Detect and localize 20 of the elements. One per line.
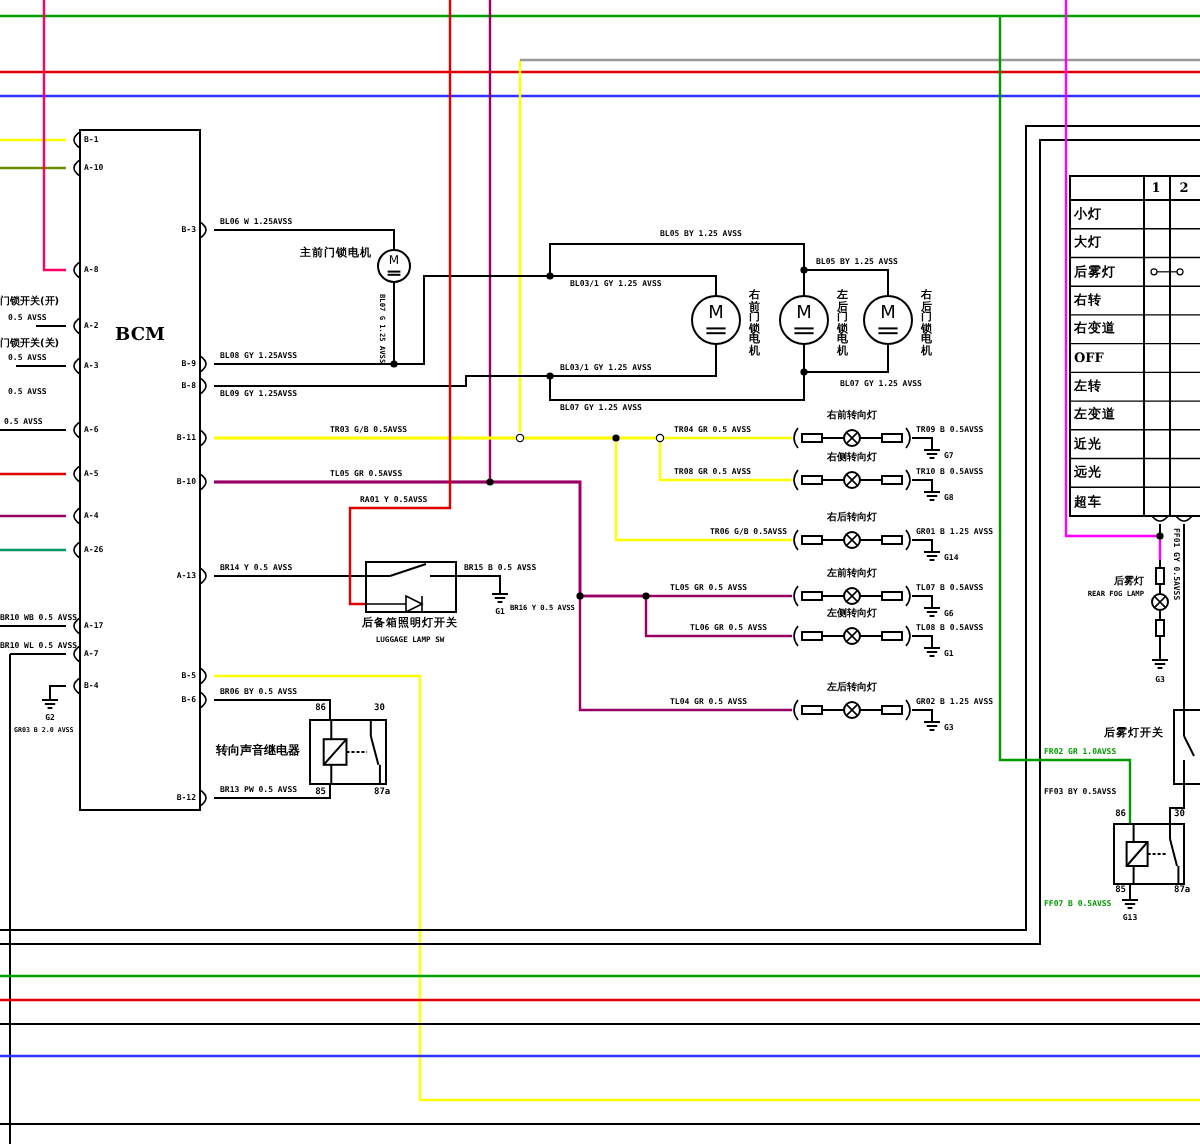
motor-label: M (796, 305, 812, 323)
switch-table (1070, 176, 1200, 524)
wire (213, 229, 395, 241)
wire (1064, 0, 1162, 560)
wire (998, 16, 1132, 824)
wire (214, 436, 792, 542)
wire (214, 480, 792, 712)
wire (213, 783, 331, 799)
wire (803, 351, 889, 373)
wire (213, 699, 331, 721)
wire (213, 243, 805, 365)
motor-label: M (880, 305, 896, 323)
wire (803, 269, 889, 289)
module-label: BCM (115, 327, 165, 345)
relay-box (1114, 824, 1184, 884)
wire (1169, 789, 1185, 825)
wire (213, 575, 367, 577)
motor-label: M (708, 305, 724, 323)
wire (348, 0, 452, 606)
wire (1183, 523, 1185, 705)
